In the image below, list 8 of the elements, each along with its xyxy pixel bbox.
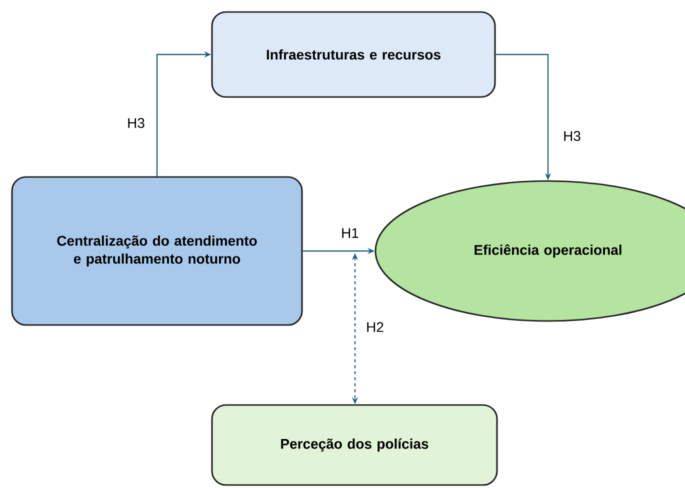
rounded-box: Centralização do atendimento e patrulhamento noturno (11, 176, 303, 326)
rounded-box: Perceção dos polícias (211, 404, 498, 486)
edge-label: H1 (342, 228, 358, 238)
ellipse-node: Eficiência operacional (374, 180, 685, 322)
edge-label: H2 (367, 322, 384, 332)
rounded-box: Infraestruturas e recursos (211, 11, 496, 98)
edge-label: H3 (128, 118, 144, 128)
edge-label: H3 (564, 131, 580, 141)
